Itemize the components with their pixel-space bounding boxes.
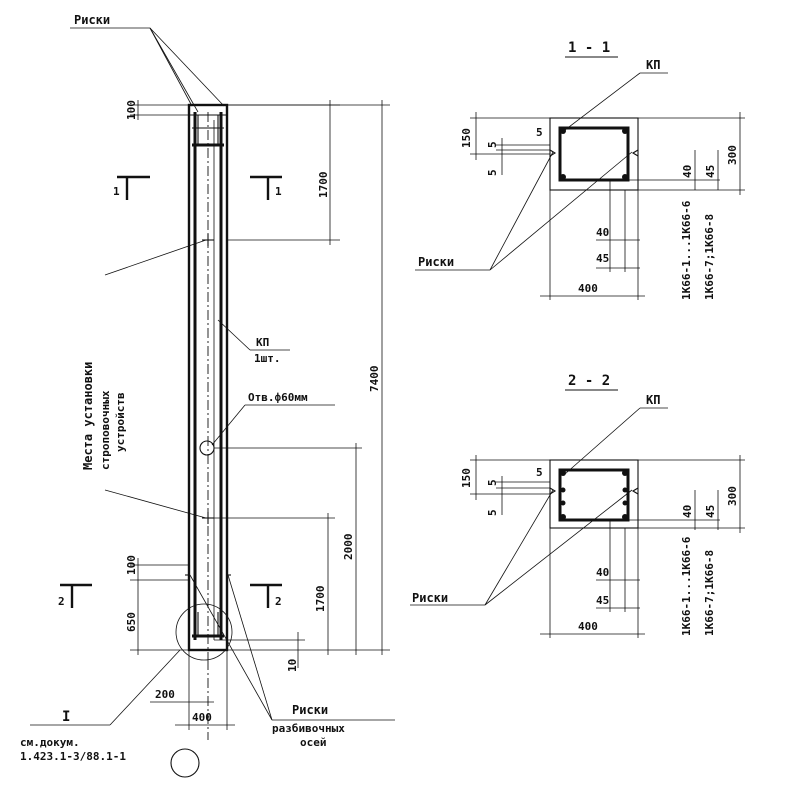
section2-title: 2 - 2 <box>568 373 610 389</box>
s1-range-b: 1К66-7;1К66-8 <box>703 214 716 300</box>
dim-1700-top: 1700 <box>317 172 330 199</box>
section1-kp: КП <box>646 58 660 72</box>
riski-top-label: Риски <box>74 13 110 27</box>
section1-title: 1 - 1 <box>568 40 610 56</box>
dim-10: 10 <box>286 659 299 672</box>
ref-doc-2: 1.423.1-3/88.1-1 <box>20 750 126 763</box>
dim-1700-bottom: 1700 <box>314 586 327 613</box>
s2-dim-40a: 40 <box>681 505 694 518</box>
kp-label: КП <box>256 336 269 349</box>
cut1-right-number: 1 <box>275 185 282 198</box>
s1-dim-150: 150 <box>460 128 473 148</box>
cut1-left-number: 1 <box>113 185 120 198</box>
section-2-2 <box>410 389 745 638</box>
s1-dim-45a: 45 <box>704 165 717 178</box>
dim-100-bottom: 100 <box>125 555 138 575</box>
s1-dim-45b: 45 <box>596 252 609 265</box>
axes-label-2: осей <box>300 736 327 749</box>
column-elevation <box>170 103 233 778</box>
s1-dim-40b: 40 <box>596 226 609 239</box>
s2-dim-300: 300 <box>726 486 739 506</box>
dim-100-top: 100 <box>125 100 138 120</box>
elevation-dimensions <box>130 100 390 730</box>
s1-dim-300: 300 <box>726 145 739 165</box>
cut2-left-number: 2 <box>58 595 65 608</box>
s2-range-a: 1К66-1...1К66-6 <box>680 536 693 636</box>
kp-count-label: 1шт. <box>254 352 281 365</box>
s2-dim-400: 400 <box>578 620 598 633</box>
section1-riski: Риски <box>418 255 454 269</box>
s2-dim-5b: 5 <box>486 479 499 486</box>
s2-dim-40b: 40 <box>596 566 609 579</box>
dim-2000: 2000 <box>342 534 355 561</box>
section-1-1 <box>415 56 745 300</box>
section-markers <box>60 175 282 608</box>
s1-dim-5a: 5 <box>536 126 543 139</box>
column-outline <box>187 103 229 652</box>
axes-riski-label: Риски <box>292 703 328 717</box>
s2-dim-45b: 45 <box>596 594 609 607</box>
s2-dim-45a: 45 <box>704 505 717 518</box>
hole-label: Отв.ф60мм <box>248 391 308 404</box>
dim-650: 650 <box>125 612 138 632</box>
s1-dim-5c: 5 <box>486 169 499 176</box>
elevation-leaders <box>30 27 395 726</box>
section1-stirrup <box>558 126 630 182</box>
section2-stirrup <box>558 468 630 522</box>
hole-circle <box>199 440 215 456</box>
s1-dim-40a: 40 <box>681 165 694 178</box>
s2-dim-150: 150 <box>460 468 473 488</box>
lifting-label-3: устройств <box>114 392 127 452</box>
lifting-label-1: Места установки <box>81 362 95 470</box>
ref-doc-1: см.докум. <box>20 736 80 749</box>
s2-dim-5c: 5 <box>486 509 499 516</box>
axes-label-1: разбивочных <box>272 722 345 735</box>
dim-200: 200 <box>155 688 175 701</box>
s2-dim-5a: 5 <box>536 466 543 479</box>
axis-bubble <box>170 748 200 778</box>
section2-riski: Риски <box>412 591 448 605</box>
s1-dim-400: 400 <box>578 282 598 295</box>
section2-kp: КП <box>646 393 660 407</box>
s1-dim-5b: 5 <box>486 141 499 148</box>
dim-400: 400 <box>192 711 212 724</box>
dim-7400: 7400 <box>368 366 381 393</box>
detail-circle <box>175 603 233 661</box>
s2-range-b: 1К66-7;1К66-8 <box>703 550 716 636</box>
s1-range-a: 1К66-1...1К66-6 <box>680 200 693 300</box>
cut2-right-number: 2 <box>275 595 282 608</box>
ref-mark: I <box>62 709 70 725</box>
lifting-label-2: строповочных <box>99 390 112 470</box>
